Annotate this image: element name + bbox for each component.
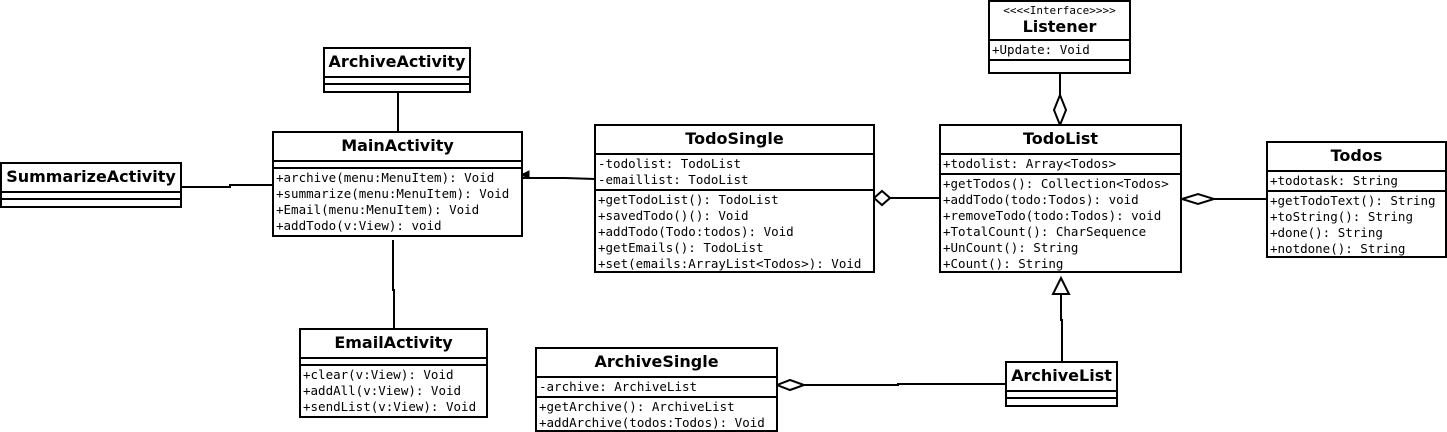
generalization-triangle — [1051, 275, 1071, 295]
class-header: SummarizeActivity — [2, 164, 180, 193]
aggregation-diamond-listener — [1052, 92, 1068, 128]
method: +getTodoText(): String — [1270, 193, 1436, 208]
methods-compartment — [1007, 399, 1116, 404]
attributes-compartment: +todotask: String — [1268, 172, 1445, 192]
methods-compartment: +clear(v:View): Void +addAll(v:View): Vo… — [301, 366, 486, 416]
method: +toString(): String — [1270, 209, 1413, 224]
class-name: ArchiveSingle — [594, 352, 719, 371]
class-header: <<<<Interface>>>> Listener — [990, 2, 1129, 41]
class-archive-list: ArchiveList — [1005, 361, 1118, 407]
class-name: TodoList — [1022, 129, 1099, 148]
aggregation-diamond-todos — [1178, 192, 1218, 206]
method: +clear(v:View): Void — [303, 367, 454, 382]
method: +getArchive(): ArchiveList — [539, 399, 735, 414]
class-name: ArchiveActivity — [328, 52, 466, 71]
methods-compartment: +archive(menu:MenuItem): Void +summarize… — [274, 169, 521, 235]
method: +getTodoList(): TodoList — [598, 192, 779, 207]
stereotype: <<<<Interface>>>> — [1003, 4, 1116, 17]
class-header: EmailActivity — [301, 330, 486, 359]
class-archive-single: ArchiveSingle -archive: ArchiveList +get… — [535, 347, 778, 432]
class-header: ArchiveSingle — [537, 349, 776, 378]
attributes-compartment — [325, 78, 469, 85]
attributes-compartment — [2, 193, 180, 200]
method: +TotalCount(): CharSequence — [943, 224, 1147, 239]
class-summarize-activity: SummarizeActivity — [0, 162, 182, 208]
edge-archivelist-todolist — [1060, 294, 1063, 362]
method: +addTodo(todo:Todos): void — [943, 192, 1139, 207]
methods-compartment: +getTodoText(): String +toString(): Stri… — [1268, 192, 1445, 258]
methods-compartment — [2, 200, 180, 205]
class-name: Todos — [1330, 146, 1383, 165]
method: +done(): String — [1270, 225, 1383, 240]
edge-mainactivity-emailactivity — [392, 240, 395, 329]
attributes-compartment — [301, 359, 486, 366]
class-header: ArchiveActivity — [325, 49, 469, 78]
class-header: MainActivity — [274, 133, 521, 162]
attribute: +todotask: String — [1270, 173, 1398, 188]
attribute: +Update: Void — [992, 42, 1090, 57]
method: +sendList(v:View): Void — [303, 399, 477, 414]
class-name: ArchiveList — [1011, 366, 1112, 385]
method: +addTodo(v:View): void — [276, 218, 442, 233]
class-name: TodoSingle — [685, 129, 784, 148]
class-todos: Todos +todotask: String +getTodoText(): … — [1266, 141, 1447, 258]
method: +addAll(v:View): Void — [303, 383, 462, 398]
methods-compartment: +getTodoList(): TodoList +savedTodo()():… — [596, 191, 873, 273]
class-header: Todos — [1268, 143, 1445, 172]
attributes-compartment: +todolist: Array<Todos> — [941, 155, 1180, 175]
aggregation-diamond-todosingle — [872, 189, 892, 207]
method: +getEmails(): TodoList — [598, 240, 764, 255]
class-name: Listener — [1022, 17, 1097, 36]
method: +savedTodo()(): Void — [598, 208, 749, 223]
class-header: TodoList — [941, 126, 1180, 155]
attributes-compartment — [1007, 392, 1116, 399]
methods-compartment: +getArchive(): ArchiveList +addArchive(t… — [537, 398, 776, 432]
methods-compartment — [990, 61, 1129, 66]
attributes-compartment: -archive: ArchiveList — [537, 378, 776, 398]
class-main-activity: MainActivity +archive(menu:MenuItem): Vo… — [272, 131, 523, 237]
class-name: SummarizeActivity — [6, 167, 176, 186]
class-name: MainActivity — [341, 136, 454, 155]
attribute: -emaillist: TodoList — [598, 172, 749, 187]
method: +Email(menu:MenuItem): Void — [276, 202, 480, 217]
attribute: -archive: ArchiveList — [539, 379, 698, 394]
class-listener-interface: <<<<Interface>>>> Listener +Update: Void — [988, 0, 1131, 74]
method: +getTodos(): Collection<Todos> — [943, 176, 1169, 191]
methods-compartment: +getTodos(): Collection<Todos> +addTodo(… — [941, 175, 1180, 273]
association-arrowhead — [519, 170, 530, 179]
method: +addTodo(Todo:todos): Void — [598, 224, 794, 239]
method: +addArchive(todos:Todos): Void — [539, 415, 765, 430]
method: +set(emails:ArrayList<Todos>): Void — [598, 256, 862, 271]
method: +removeTodo(todo:Todos): void — [943, 208, 1162, 223]
edge-todosingle-mainactivity — [522, 177, 596, 180]
method: +summarize(menu:MenuItem): Void — [276, 186, 510, 201]
method: +archive(menu:MenuItem): Void — [276, 170, 495, 185]
attributes-compartment: -todolist: TodoList -emaillist: TodoList — [596, 155, 873, 191]
attributes-compartment — [274, 162, 521, 169]
attribute: +todolist: Array<Todos> — [943, 156, 1117, 171]
class-email-activity: EmailActivity +clear(v:View): Void +addA… — [299, 328, 488, 418]
method: +UnCount(): String — [943, 240, 1079, 255]
class-todo-single: TodoSingle -todolist: TodoList -emaillis… — [594, 124, 875, 273]
class-header: ArchiveList — [1007, 363, 1116, 392]
attributes-compartment: +Update: Void — [990, 41, 1129, 61]
class-todo-list: TodoList +todolist: Array<Todos> +getTod… — [939, 124, 1182, 273]
class-archive-activity: ArchiveActivity — [323, 47, 471, 93]
class-name: EmailActivity — [334, 333, 453, 352]
methods-compartment — [325, 85, 469, 90]
method: +notdone(): String — [1270, 241, 1406, 256]
attribute: -todolist: TodoList — [598, 156, 741, 171]
method: +Count(): String — [943, 256, 1064, 271]
edge-archivelist-archivesingle — [804, 383, 1006, 386]
aggregation-diamond-archivesingle — [774, 378, 807, 392]
edge-summarize-mainactivity — [182, 184, 273, 188]
class-header: TodoSingle — [596, 126, 873, 155]
